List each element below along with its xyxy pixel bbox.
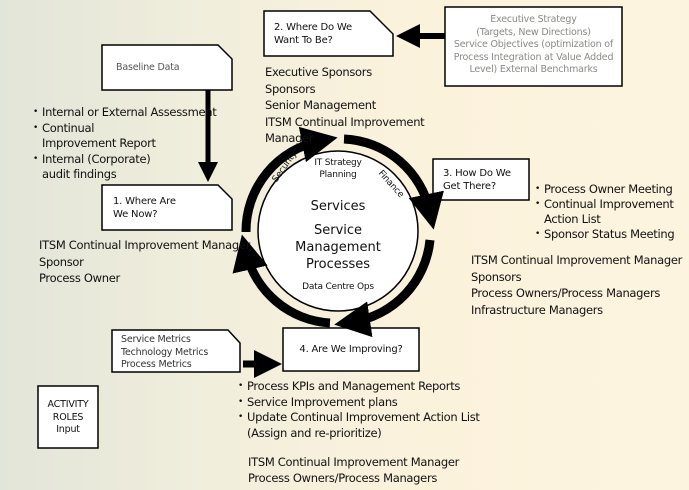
step2-title-line: 2. Where Do We (274, 22, 352, 33)
cycle-center-title: Services (310, 199, 366, 214)
role: ITSM Continual Improvement Manager (39, 238, 251, 252)
role: ITSM Continual Improvement (265, 114, 425, 129)
step3-title-line: 3. How Do We (443, 168, 511, 179)
list-item: Continual Improvement Action List (535, 197, 674, 227)
input-line: Service Metrics (121, 334, 191, 345)
cycle-top-line: Planning (319, 169, 357, 180)
legend-input: Input (56, 424, 80, 435)
list-item: Internal (Corporate) audit findings (33, 152, 216, 183)
cycle-arrows (232, 126, 444, 338)
input-line: Executive Strategy (490, 14, 577, 25)
cycle-center-text: Service Management Processes (268, 222, 408, 273)
arc-arrow-left (232, 234, 331, 328)
step3-title-line: Get There? (443, 180, 496, 192)
input-line: Process Metrics (121, 359, 192, 370)
step1-inputs: Internal or External Assessment Continua… (33, 105, 217, 183)
step3-box (432, 158, 530, 201)
role: Executive Sponsors (265, 65, 372, 79)
step2-input-box (444, 6, 623, 87)
cycle-top-label: IT Strategy Planning (288, 158, 388, 181)
step3-title: 3. How Do We Get There? (443, 168, 511, 193)
legend-roles: ROLES (52, 411, 84, 423)
step2-title-line: Want To Be? (274, 34, 333, 46)
step1-roles: ITSM Continual Improvement Manager Spons… (39, 237, 250, 287)
step4-roles: ITSM Continual Improvement Manager Proce… (248, 455, 459, 486)
step2-box (263, 10, 394, 57)
role: Process Owner (39, 271, 120, 285)
role: Process Owners/Process Managers (471, 286, 661, 300)
input-line: Process Integration at Value Added (453, 51, 614, 63)
input-line: Service Objectives (optimization of (453, 39, 614, 50)
role: Manager (265, 131, 314, 145)
step4-inputs: Service Metrics Technology Metrics Proce… (121, 334, 208, 372)
step4-activities: Process KPIs and Management Reports Serv… (238, 379, 480, 441)
list-item: Service Improvement plans (238, 395, 480, 411)
list-item: Internal or External Assessment (33, 105, 217, 121)
step2-roles: Executive Sponsors Sponsors Senior Manag… (265, 64, 425, 147)
input-line: Level) External Benchmarks (469, 64, 598, 75)
role: Senior Management (265, 98, 376, 112)
list-item: Process KPIs and Management Reports (238, 379, 480, 395)
step3-roles: ITSM Continual Improvement Manager Spons… (471, 252, 682, 318)
center-line: Processes (305, 257, 371, 272)
step1-title: 1. Where Are We Now? (113, 196, 176, 221)
role: Sponsor (39, 254, 84, 269)
center-line: Management (295, 240, 381, 255)
center-line: Service (313, 223, 363, 238)
input-line: (Targets, New Directions) (476, 26, 591, 38)
role: Process Owners/Process Managers (248, 470, 438, 485)
legend-box (37, 385, 99, 449)
list-item: Process Owner Meeting (535, 182, 674, 197)
cycle-bottom-label: Data Centre Ops (302, 282, 374, 292)
arc-arrow-right (343, 134, 444, 230)
step4-title: 4. Are We Improving? (299, 344, 403, 355)
cycle-top-line: IT Strategy (314, 158, 362, 168)
step1-title-line: We Now? (113, 208, 158, 220)
role: Sponsors (265, 81, 316, 96)
list-item: Sponsor Status Meeting (535, 227, 675, 242)
role: ITSM Continual Improvement Manager (248, 455, 460, 469)
role: Sponsors (471, 269, 522, 284)
list-item: Continual Improvement Report (33, 121, 216, 152)
legend-text: ACTIVITY ROLES Input (38, 399, 98, 437)
step2-inputs: Executive Strategy (Targets, New Directi… (445, 14, 622, 77)
legend-activity: ACTIVITY (47, 399, 89, 410)
baseline-label: Baseline Data (116, 62, 180, 73)
step4-input-box (111, 329, 241, 373)
step1-title-line: 1. Where Are (113, 196, 176, 207)
baseline-box (101, 44, 233, 91)
arc-arrow-bottom (334, 239, 435, 338)
arc-arrow-top (241, 126, 338, 233)
step3-activities: Process Owner Meeting Continual Improvem… (535, 182, 675, 242)
role: ITSM Continual Improvement Manager (471, 253, 683, 267)
step2-title: 2. Where Do We Want To Be? (274, 22, 352, 47)
list-item: Update Continual Improvement Action List… (238, 410, 480, 441)
input-line: Technology Metrics (121, 346, 209, 358)
step1-box (101, 184, 233, 231)
role: Infrastructure Managers (471, 302, 603, 317)
